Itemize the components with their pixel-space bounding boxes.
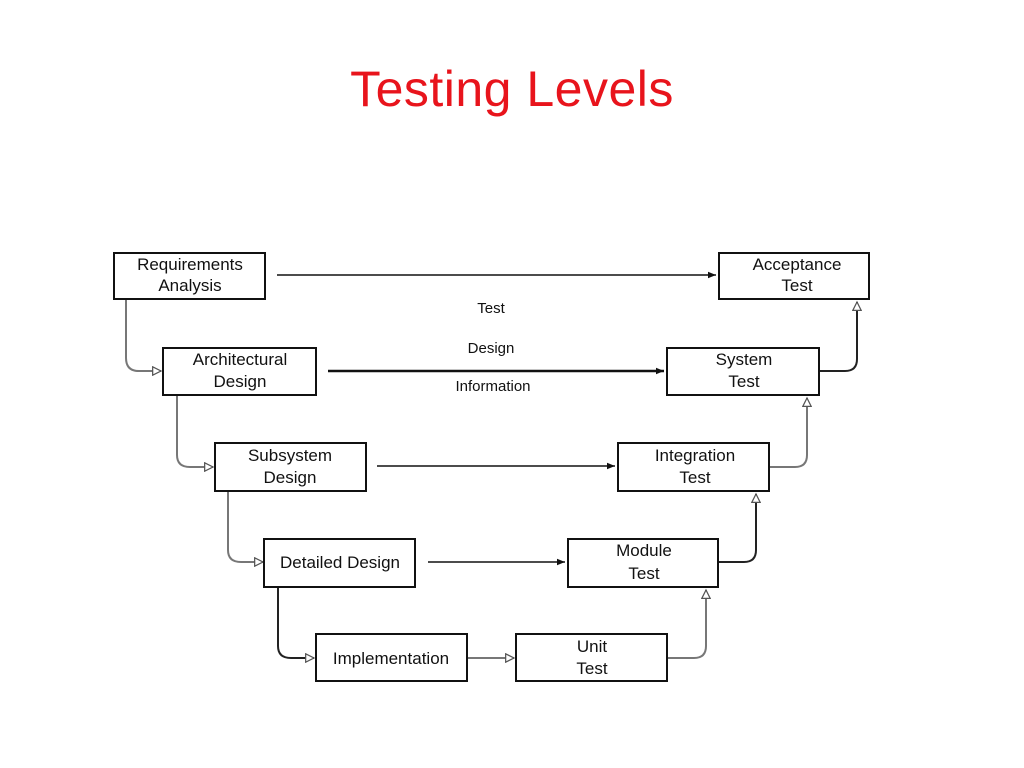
connector-unit-to-module-test (668, 590, 706, 659)
connector-integration-to-system-test (770, 398, 807, 468)
connector-system-to-acceptance-test (820, 302, 857, 372)
box-unit-test: Unit Test (515, 633, 668, 682)
box-system-test-line1: System (716, 350, 773, 369)
box-detailed-design: Detailed Design (263, 538, 416, 588)
box-requirements-analysis: Requirements Analysis (113, 252, 266, 300)
box-integration-test-line2: Test (679, 468, 710, 487)
connector-detailed-to-implementation (277, 588, 314, 658)
box-architectural-design-line1: Architectural (193, 350, 287, 369)
connector-architectural-to-subsystem (176, 396, 213, 467)
box-subsystem-design-line1: Subsystem (248, 446, 332, 465)
box-unit-test-line2: Test (576, 659, 607, 678)
box-integration-test-line1: Integration (655, 446, 735, 465)
box-detailed-design-line1: Detailed Design (280, 553, 400, 572)
annotation-design: Design (468, 340, 515, 357)
box-module-test: Module Test (567, 538, 719, 588)
box-acceptance-test-line1: Acceptance (753, 255, 842, 274)
annotation-information: Information (455, 378, 530, 395)
box-module-test-line2: Test (628, 564, 659, 583)
box-implementation: Implementation (315, 633, 468, 682)
box-requirements-analysis-line2: Analysis (158, 276, 221, 295)
box-subsystem-design-line2: Design (264, 468, 317, 487)
box-unit-test-line1: Unit (577, 637, 608, 656)
slide-title: Testing Levels (350, 61, 674, 117)
box-subsystem-design: Subsystem Design (214, 442, 367, 492)
box-module-test-line1: Module (616, 541, 672, 560)
box-system-test-line2: Test (728, 372, 759, 391)
connector-subsystem-to-detailed (227, 492, 263, 562)
box-implementation-line1: Implementation (333, 649, 449, 668)
annotation-test: Test (477, 300, 505, 317)
connector-module-to-integration-test (719, 494, 756, 563)
box-acceptance-test: Acceptance Test (718, 252, 870, 300)
box-integration-test: Integration Test (617, 442, 770, 492)
connector-requirements-to-architectural (125, 300, 161, 371)
box-system-test: System Test (666, 347, 820, 396)
box-architectural-design-line2: Design (214, 372, 267, 391)
box-requirements-analysis-line1: Requirements (137, 255, 243, 274)
box-architectural-design: Architectural Design (162, 347, 317, 396)
box-acceptance-test-line2: Test (781, 276, 812, 295)
